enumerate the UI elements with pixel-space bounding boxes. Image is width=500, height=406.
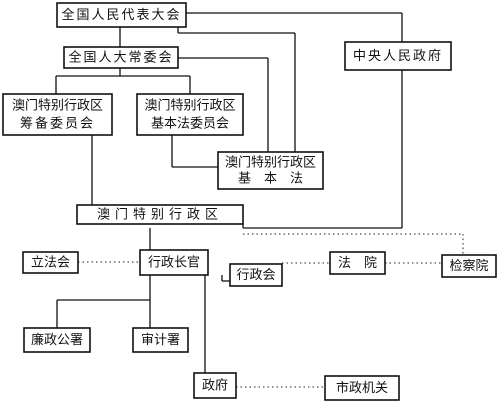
legislative-council-box: 立法会 bbox=[22, 251, 79, 274]
sar-box: 澳门特别行政区 bbox=[76, 204, 244, 225]
connector-lines bbox=[55, 12, 403, 373]
prep-committee-label-line1: 澳门特别行政区 bbox=[12, 98, 103, 114]
chief-executive-box: 行政长官 bbox=[139, 249, 209, 276]
npc-box: 全国人民代表大会 bbox=[56, 2, 187, 28]
procuratorate-box: 检察院 bbox=[441, 254, 497, 278]
basic-law-committee-label-line2: 基本法委员会 bbox=[151, 117, 229, 132]
npcsc-label: 全国人大常委会 bbox=[68, 50, 173, 66]
prep-committee-box: 澳门特别行政区 筹备委员会 bbox=[2, 93, 113, 136]
municipal-label: 市政机关 bbox=[336, 380, 388, 396]
municipal-box: 市政机关 bbox=[324, 375, 400, 401]
npc-label: 全国人民代表大会 bbox=[61, 7, 181, 23]
basic-law-committee-box: 澳门特别行政区 基本法委员会 bbox=[136, 93, 244, 136]
icac-label: 廉政公署 bbox=[31, 332, 83, 348]
courts-label: 法 院 bbox=[338, 256, 377, 271]
executive-council-label: 行政会 bbox=[236, 268, 275, 283]
basic-law-committee-label-line1: 澳门特别行政区 bbox=[144, 98, 235, 114]
npcsc-box: 全国人大常委会 bbox=[63, 46, 179, 69]
central-government-label: 中央人民政府 bbox=[353, 49, 443, 64]
icac-box: 廉政公署 bbox=[23, 327, 91, 353]
sar-label: 澳门特别行政区 bbox=[97, 207, 223, 223]
chief-executive-label: 行政长官 bbox=[148, 255, 200, 271]
executive-council-box: 行政会 bbox=[229, 263, 283, 287]
procuratorate-label: 检察院 bbox=[449, 259, 488, 274]
government-label: 政府 bbox=[202, 379, 228, 394]
basic-law-label-line1: 澳门特别行政区 bbox=[225, 155, 316, 171]
prep-committee-label-line2: 筹备委员会 bbox=[20, 116, 95, 132]
dotted-relationship-lines bbox=[78, 233, 464, 388]
government-box: 政府 bbox=[193, 372, 237, 399]
audit-label: 审计署 bbox=[141, 333, 180, 348]
central-government-box: 中央人民政府 bbox=[344, 41, 452, 71]
courts-box: 法 院 bbox=[329, 251, 386, 275]
basic-law-box: 澳门特别行政区 基 本 法 bbox=[217, 151, 324, 190]
basic-law-label-line2: 基 本 法 bbox=[238, 172, 303, 187]
legislative-council-label: 立法会 bbox=[31, 256, 70, 271]
audit-box: 审计署 bbox=[132, 327, 189, 353]
